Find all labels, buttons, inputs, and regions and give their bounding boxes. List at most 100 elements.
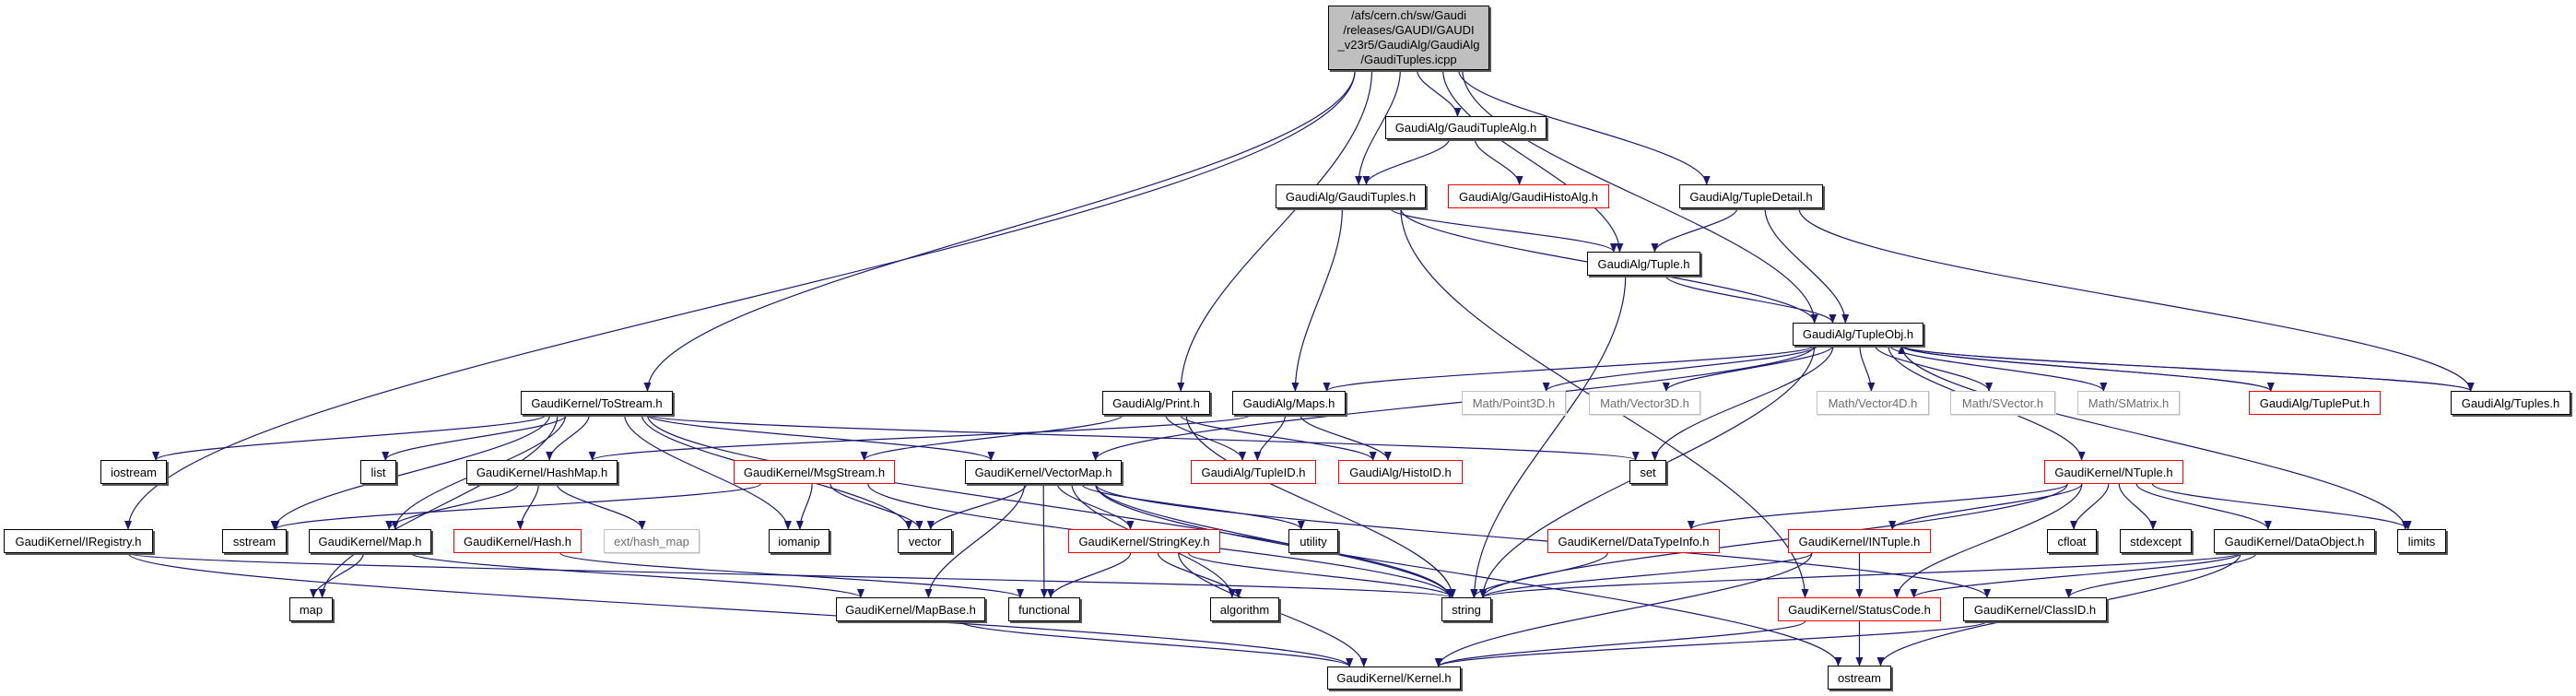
graph-node-functional[interactable]: functional xyxy=(1008,597,1080,621)
edge-root-to-gaudituplealg xyxy=(1416,69,1462,117)
graph-node-iomanip[interactable]: iomanip xyxy=(769,529,829,553)
graph-node-gaudihistoalg[interactable]: GaudiAlg/GaudiHistoAlg.h xyxy=(1448,184,1609,208)
graph-node-map[interactable]: map xyxy=(289,597,333,621)
edge-tuple-to-tupleobj xyxy=(1664,275,1837,324)
edge-root-to-tupleobj xyxy=(1462,69,1818,324)
graph-node-string[interactable]: string xyxy=(1441,597,1491,621)
graph-node-tuple[interactable]: GaudiAlg/Tuple.h xyxy=(1587,252,1700,276)
graph-node-svector: Math/SVector.h xyxy=(1950,391,2055,415)
edge-tuples-to-tupleobj xyxy=(1898,345,2472,392)
edge-intuple-to-string xyxy=(1479,552,1813,598)
graph-node-limits[interactable]: limits xyxy=(2397,529,2446,553)
edge-tostream-to-iomanip xyxy=(624,414,792,530)
edge-tupleput-to-tupleobj xyxy=(1898,345,2272,392)
edge-tupleobj-to-svector xyxy=(1874,345,1994,392)
edge-tostream-to-iostream xyxy=(152,414,547,461)
graph-node-algorithm[interactable]: algorithm xyxy=(1210,597,1279,621)
edge-dataobject-to-statuscode xyxy=(1910,552,2241,598)
edge-tupledetail-to-tuples xyxy=(1798,207,2475,392)
edge-ntuple-to-datatypeinfo xyxy=(1688,483,2068,530)
graph-node-iregistry[interactable]: GaudiKernel/IRegistry.h xyxy=(4,529,153,553)
graph-node-kernel[interactable]: GaudiKernel/Kernel.h xyxy=(1327,667,1461,690)
graph-node-list[interactable]: list xyxy=(360,460,396,484)
graph-node-cfloat[interactable]: cfloat xyxy=(2047,529,2097,553)
edge-ntuple-to-limits xyxy=(2151,483,2412,530)
edge-iregistry-to-kernel xyxy=(127,552,1353,667)
graph-node-point3d: Math/Point3D.h xyxy=(1462,391,1566,415)
graph-node-hashmap[interactable]: GaudiKernel/HashMap.h xyxy=(466,460,618,484)
graph-node-ostream[interactable]: ostream xyxy=(1828,666,1891,690)
edge-tostream-to-hashmap xyxy=(546,414,590,461)
graph-node-tostream[interactable]: GaudiKernel/ToStream.h xyxy=(521,391,673,415)
graph-node-ext-hash-map: ext/hash_map xyxy=(604,529,700,553)
edge-root-to-iregistry xyxy=(124,69,1356,530)
graph-node-statuscode[interactable]: GaudiKernel/StatusCode.h xyxy=(1778,597,1941,621)
edge-maps-to-histoid xyxy=(1300,414,1392,461)
graph-node-classid[interactable]: GaudiKernel/ClassID.h xyxy=(1963,597,2107,621)
edge-vectormap-to-utility xyxy=(1080,483,1305,530)
graph-node-histoid[interactable]: GaudiAlg/HistoID.h xyxy=(1338,460,1463,484)
edge-tupleobj-to-point3d xyxy=(1542,345,1818,392)
graph-node-vector3d: Math/Vector3D.h xyxy=(1589,391,1700,415)
graph-node-stdexcept[interactable]: stdexcept xyxy=(2120,529,2192,553)
graph-node-datatypeinfo[interactable]: GaudiKernel/DataTypeInfo.h xyxy=(1547,529,1720,553)
graph-node-set[interactable]: set xyxy=(1629,460,1666,484)
edge-vectormap-to-vector xyxy=(926,483,1028,530)
edge-tuple-to-string xyxy=(1470,275,1627,598)
edge-gaudituplealg-to-gaudituples xyxy=(1362,138,1450,185)
edge-ntuple-to-intuple xyxy=(1888,483,2083,530)
edge-hashmap-to-hash xyxy=(516,483,539,530)
graph-node-gaudituplealg[interactable]: GaudiAlg/GaudiTupleAlg.h xyxy=(1385,116,1547,139)
graph-node-hash[interactable]: GaudiKernel/Hash.h xyxy=(453,529,582,553)
edge-hashmap-to-ext_hash_map xyxy=(556,483,646,530)
graph-node-iostream[interactable]: iostream xyxy=(100,460,167,484)
graph-node-ntuple[interactable]: GaudiKernel/NTuple.h xyxy=(2044,460,2183,484)
edge-dataobject-to-string xyxy=(1479,552,2241,598)
graph-node-tupleput[interactable]: GaudiAlg/TuplePut.h xyxy=(2249,391,2381,415)
edge-maps-to-tupleid xyxy=(1253,414,1287,461)
graph-node-sstream[interactable]: sstream xyxy=(222,529,287,553)
edge-ntuple-to-string xyxy=(1479,483,2068,598)
edge-tostream-to-sstream xyxy=(270,414,551,530)
graph-node-maps[interactable]: GaudiAlg/Maps.h xyxy=(1232,391,1346,415)
graph-node-gaudituples[interactable]: GaudiAlg/GaudiTuples.h xyxy=(1276,184,1426,208)
edge-map-to-mapbase xyxy=(410,552,865,598)
graph-node-tupledetail[interactable]: GaudiAlg/TupleDetail.h xyxy=(1679,184,1823,208)
edge-msgstream-to-iomanip xyxy=(795,483,813,530)
edge-msgstream-to-vector xyxy=(829,483,923,530)
graph-node-tuples[interactable]: GaudiAlg/Tuples.h xyxy=(2451,391,2570,415)
graph-node-vector4d: Math/Vector4D.h xyxy=(1817,391,1929,415)
graph-node-print[interactable]: GaudiAlg/Print.h xyxy=(1102,391,1210,415)
graph-node-vector[interactable]: vector xyxy=(898,529,952,553)
edge-classid-to-kernel xyxy=(1435,620,1988,667)
graph-node-dataobject[interactable]: GaudiKernel/DataObject.h xyxy=(2214,529,2375,553)
edge-vectormap-to-ostream xyxy=(1095,483,1842,667)
edge-print-to-tupleid xyxy=(1165,414,1246,461)
edge-msgstream-to-sstream xyxy=(272,483,761,530)
edge-tupleobj-to-vector3d xyxy=(1662,345,1834,392)
graph-node-utility[interactable]: utility xyxy=(1288,529,1338,553)
graph-node-map[interactable]: GaudiKernel/Map.h xyxy=(309,529,431,553)
edge-tostream-to-string xyxy=(646,414,1453,598)
edge-vectormap-to-string xyxy=(1095,483,1453,598)
edge-root-to-print xyxy=(1177,69,1373,392)
graph-node-msgstream[interactable]: GaudiKernel/MsgStream.h xyxy=(734,460,895,484)
edge-maps-to-hashmap xyxy=(589,414,1253,461)
edge-mapbase-to-kernel xyxy=(959,620,1353,667)
edge-vectormap-to-classid xyxy=(1095,483,1991,598)
graph-node-tupleobj[interactable]: GaudiAlg/TupleObj.h xyxy=(1793,323,1923,346)
graph-node-mapbase[interactable]: GaudiKernel/MapBase.h xyxy=(836,597,985,621)
edge-root-to-gaudituples xyxy=(1355,69,1401,185)
edge-map-to-map xyxy=(310,552,365,598)
graph-node-tupleid[interactable]: GaudiAlg/TupleID.h xyxy=(1191,460,1316,484)
edge-root-to-tupledetail xyxy=(1458,69,1711,185)
edge-tupleobj-to-vectormap xyxy=(1091,345,1816,461)
edge-statuscode-to-kernel xyxy=(1435,620,1806,667)
graph-node-stringkey[interactable]: GaudiKernel/StringKey.h xyxy=(1068,529,1220,553)
graph-node-vectormap[interactable]: GaudiKernel/VectorMap.h xyxy=(965,460,1122,484)
edge-intuple-to-kernel xyxy=(1434,552,1813,667)
edge-gaudituplealg-to-gaudihistoalg xyxy=(1474,138,1523,185)
edge-print-to-msgstream xyxy=(860,414,1123,461)
graph-node-intuple[interactable]: GaudiKernel/INTuple.h xyxy=(1788,529,1931,553)
